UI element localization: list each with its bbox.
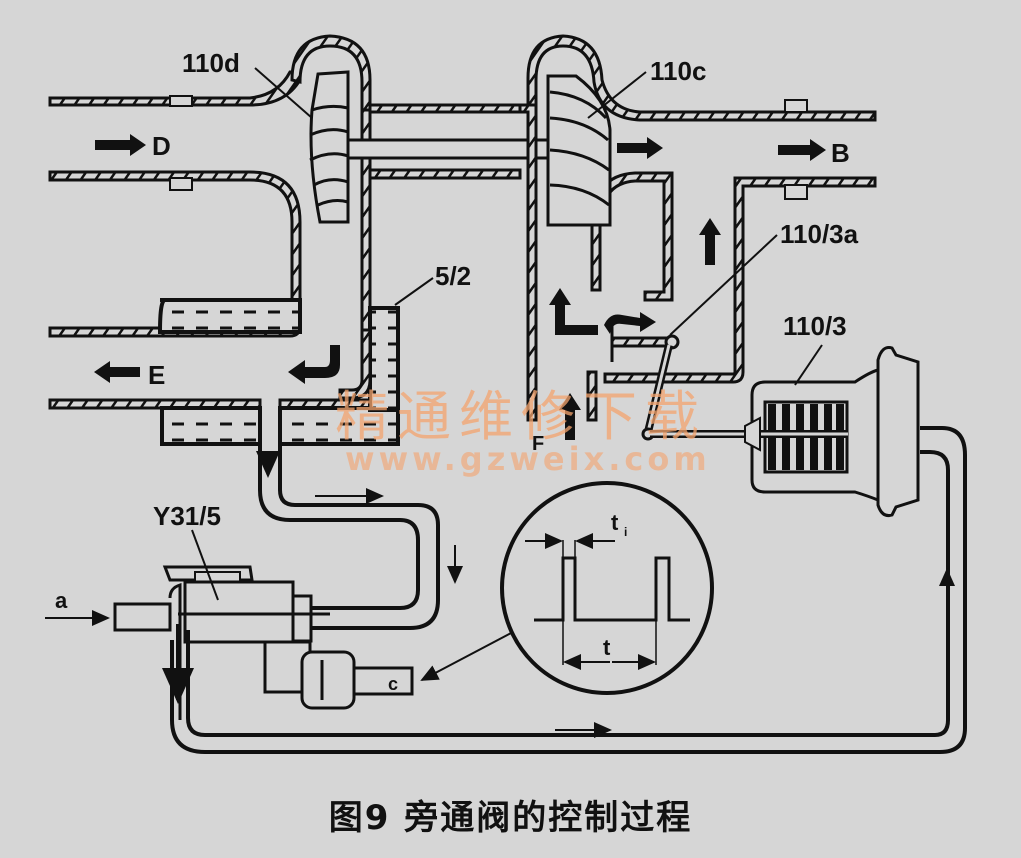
connector [300, 650, 356, 710]
ti-subscript: i [624, 525, 627, 539]
watermark: 精通维修下载 www.gzweix.com [335, 385, 711, 478]
label-110d: 110d [182, 48, 240, 78]
arrow-turn [288, 345, 340, 384]
label-110-3a: 110/3a [780, 219, 859, 249]
label-110-3: 110/3 [783, 311, 847, 341]
wastegate-flap [610, 320, 680, 441]
figure-caption: 图9 旁通阀的控制过程 [328, 798, 693, 838]
intake-pipe [48, 70, 302, 322]
solenoid-valve [45, 565, 414, 720]
pulse-inset: t i t [420, 481, 714, 695]
label-110c: 110c [650, 56, 706, 86]
t-label: t [603, 635, 611, 660]
turbine-housing [518, 34, 877, 422]
exhaust-pipe [48, 298, 400, 446]
label-B: B [831, 138, 850, 168]
arrow-D [95, 134, 146, 156]
actuator-line [170, 426, 967, 754]
vacuum-line [256, 444, 463, 630]
watermark-url: www.gzweix.com [345, 440, 711, 478]
flow-arrows [94, 134, 826, 440]
arrow-bypass-turn [604, 312, 656, 334]
label-E: E [148, 360, 165, 390]
watermark-cn: 精通维修下载 [335, 385, 707, 448]
pipe-flange [784, 184, 808, 200]
wastegate-actuator [650, 346, 920, 517]
label-F: F [532, 433, 544, 455]
arrow-bypass [549, 288, 598, 335]
ti-label: t [611, 510, 619, 535]
pipe-flange [169, 95, 193, 107]
arrow-B [778, 139, 826, 161]
pipe-flange [784, 99, 808, 113]
turbo-shaft [346, 138, 552, 160]
label-5-2: 5/2 [435, 261, 471, 291]
arrow-turbine-out [617, 137, 663, 159]
arrow-E [94, 361, 140, 383]
label-a: a [55, 588, 68, 613]
leader-lines [191, 67, 823, 601]
arrow-F [559, 393, 581, 440]
label-Y31-5: Y31/5 [153, 501, 221, 531]
label-c: c [388, 674, 398, 694]
pipe-flange [169, 177, 193, 191]
label-D: D [152, 131, 171, 161]
compressor-wheel [309, 70, 350, 224]
arrow-up [699, 218, 721, 265]
